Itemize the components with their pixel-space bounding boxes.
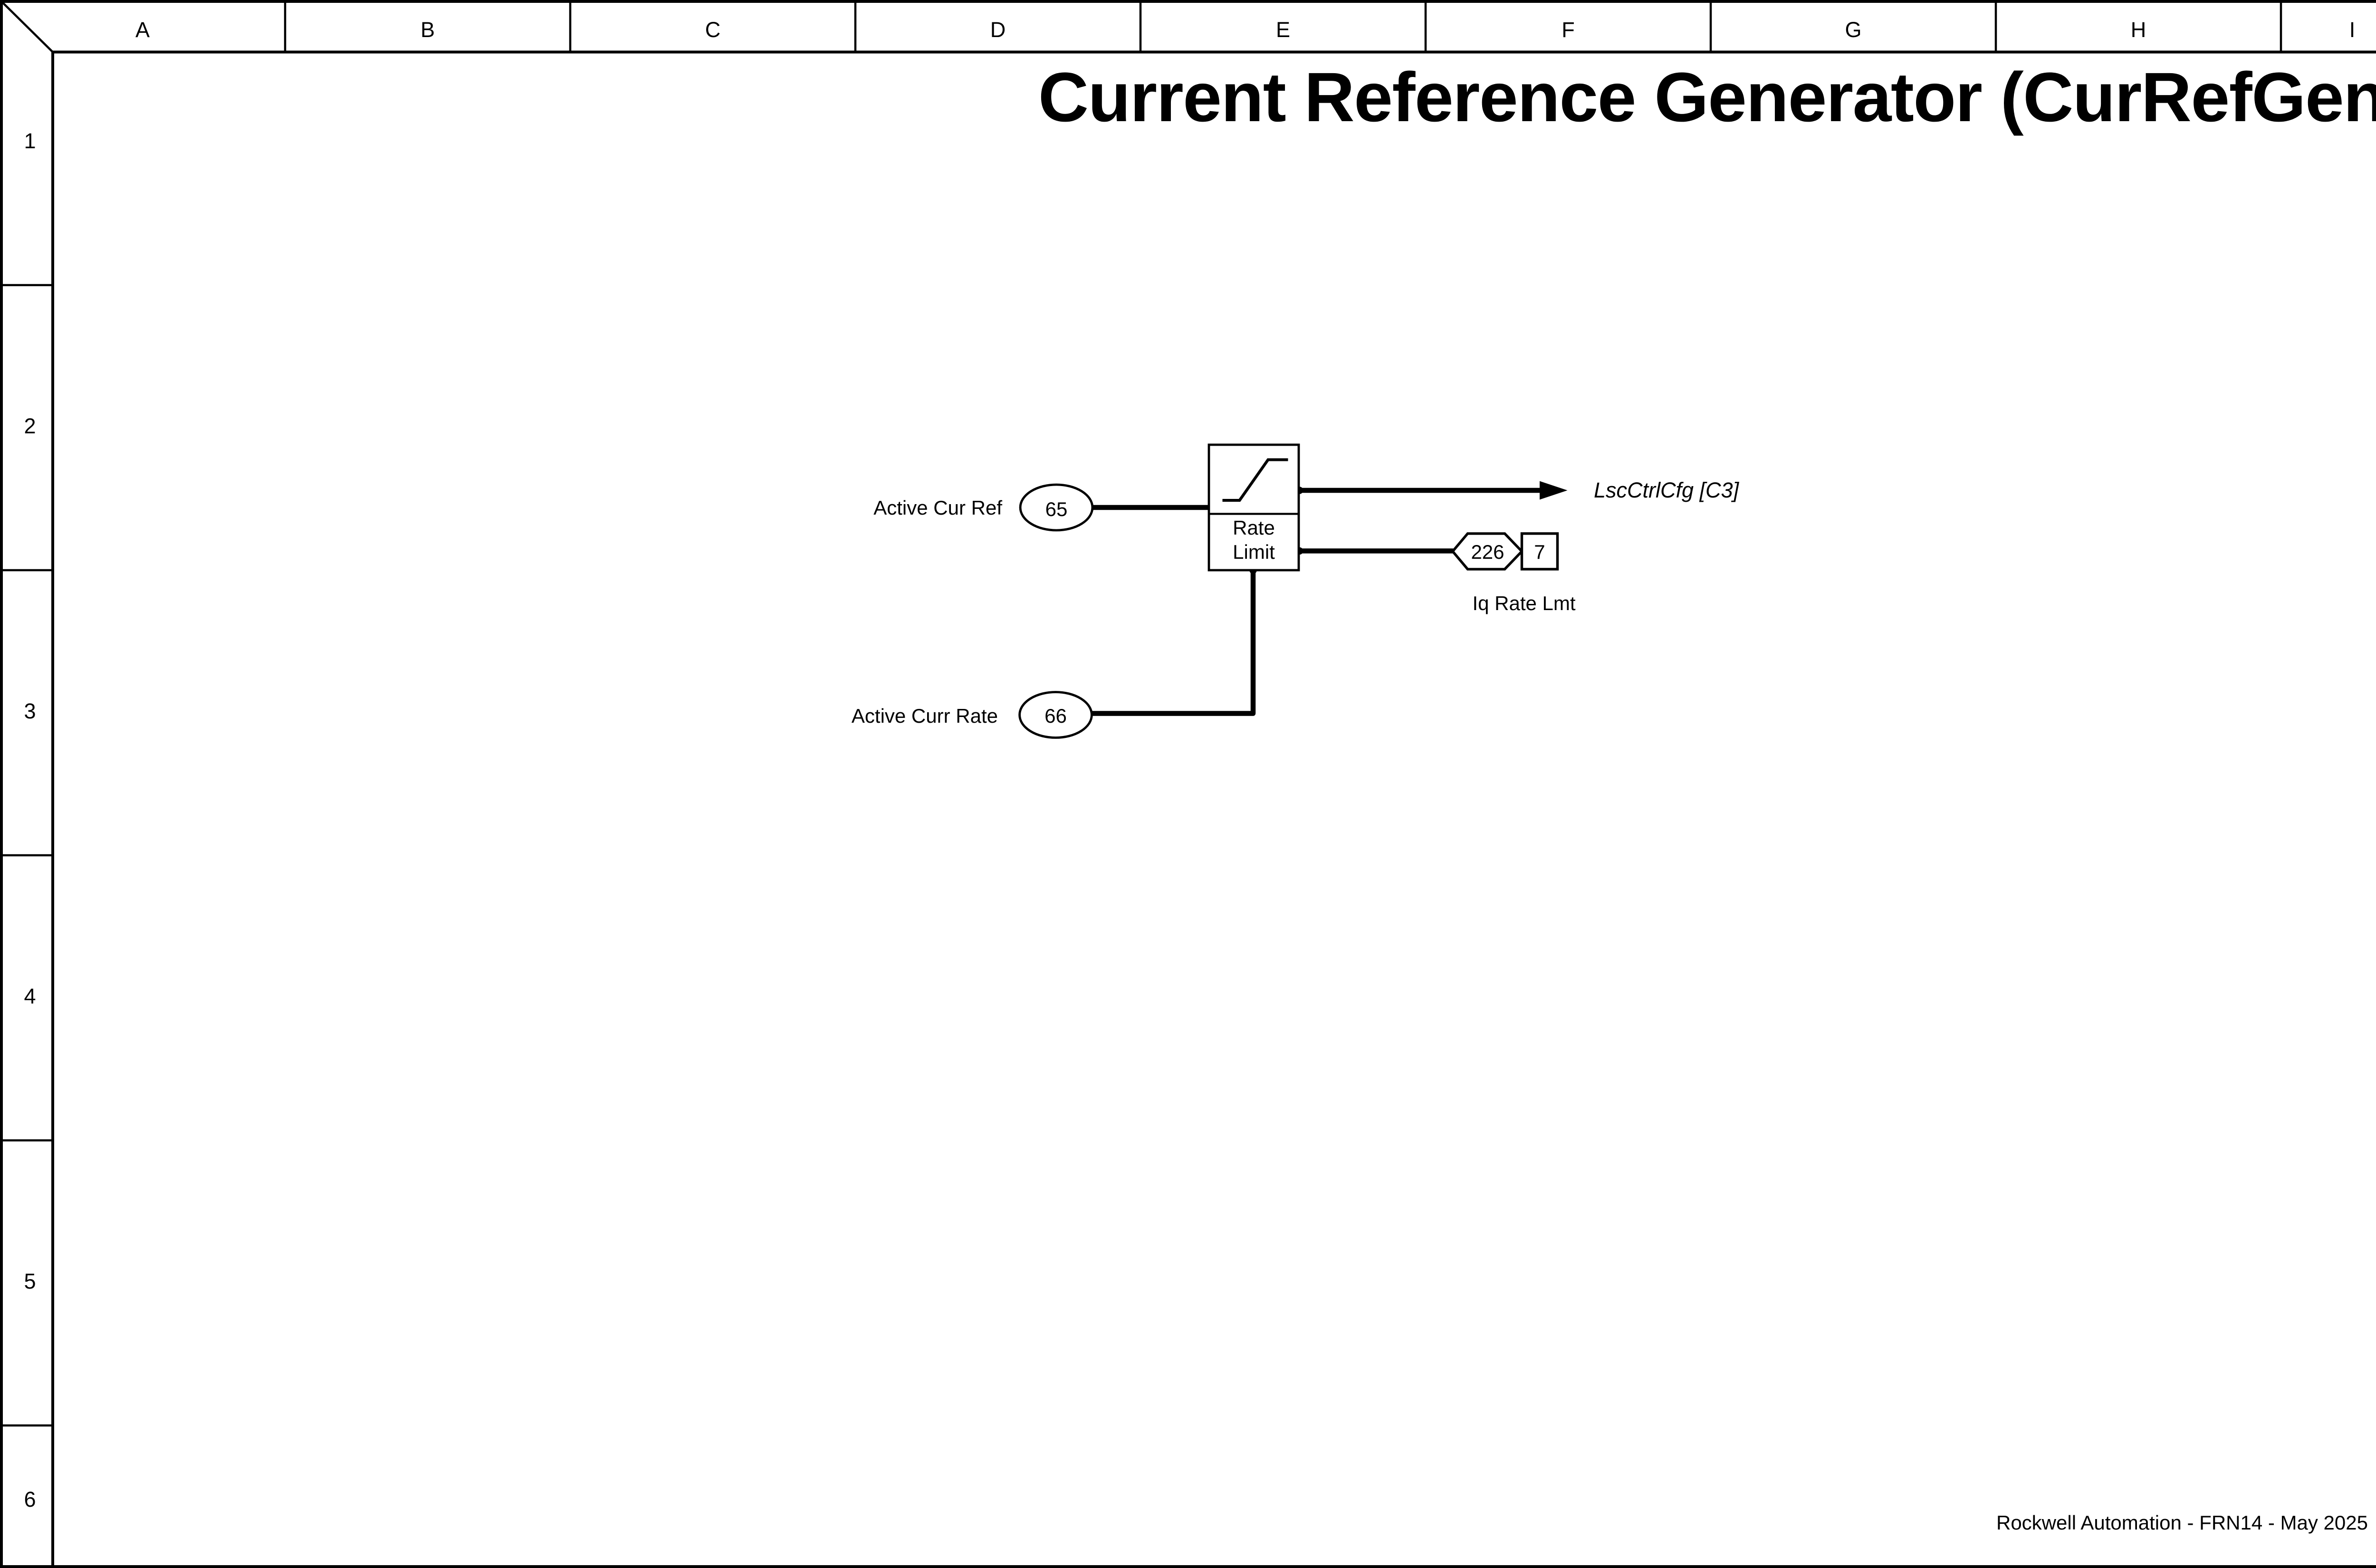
- row-header-6: 6: [24, 1488, 36, 1512]
- wire-active-curr-rate: [1089, 569, 1256, 716]
- param-oval-65: [1019, 483, 1094, 532]
- row-header-1: 1: [24, 130, 36, 154]
- row-zone-dividers: [0, 284, 53, 1427]
- row-header-3: 3: [24, 700, 36, 724]
- page-title: Current Reference Generator (CurRefGen): [1038, 60, 2376, 137]
- column-zone-dividers: [284, 0, 2282, 52]
- column-header-c: C: [705, 19, 721, 43]
- rate-limit-block-label: Rate Limit: [1233, 516, 1275, 563]
- row-header-5: 5: [24, 1270, 36, 1294]
- slew-rate-limiter-icon: [1222, 458, 1288, 502]
- column-header-i: I: [2349, 19, 2356, 43]
- bit-box-outline: [1520, 532, 1559, 571]
- output-signal-label: LscCtrlCfg [C3]: [1594, 479, 1739, 503]
- column-header-e: E: [1275, 19, 1290, 43]
- param-number-65: 65: [1045, 497, 1068, 520]
- column-header-b: B: [420, 19, 435, 43]
- input-label-active-curr-rate: Active Curr Rate: [851, 703, 998, 727]
- column-header-h: H: [2130, 19, 2146, 43]
- param-oval-66: [1018, 691, 1093, 739]
- rate-limit-block-outline: [1207, 443, 1300, 572]
- row-header-4: 4: [24, 985, 36, 1009]
- param-number-226: 226: [1471, 540, 1504, 563]
- arrowhead-icon: [1540, 481, 1568, 500]
- param-number-66: 66: [1044, 704, 1067, 727]
- signal-wires: [1089, 488, 1544, 716]
- row-header-2: 2: [24, 415, 36, 439]
- rate-limit-block: [1207, 443, 1300, 572]
- column-header-a: A: [135, 19, 150, 43]
- bit-number-7: 7: [1534, 540, 1545, 563]
- column-header-g: G: [1845, 19, 1862, 43]
- param-label-iq-rate-lmt: Iq Rate Lmt: [1472, 592, 1576, 614]
- column-header-d: D: [990, 19, 1006, 43]
- corner-diagonal: [0, 0, 54, 53]
- footer-note: Rockwell Automation - FRN14 - May 2025: [1996, 1511, 2368, 1534]
- input-label-active-cur-ref: Active Cur Ref: [873, 496, 1002, 519]
- column-header-f: F: [1562, 19, 1575, 43]
